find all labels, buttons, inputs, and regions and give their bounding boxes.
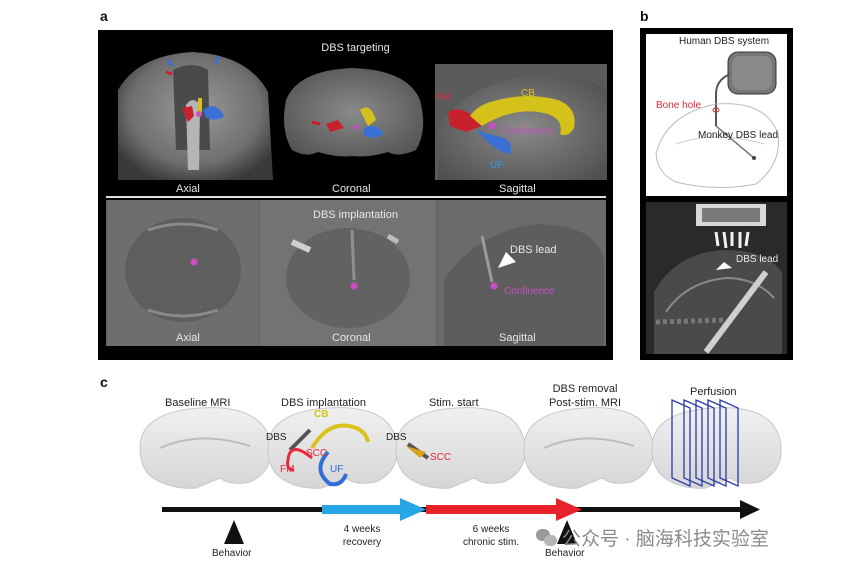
monkey-lead-label: Monkey DBS lead [698,130,779,141]
stim-start-label: Stim. start [429,397,479,409]
wechat-icon [536,528,558,547]
behavior-label-1: Behavior [212,548,252,559]
brain-baseline-icon [139,407,272,489]
mri-drawing [106,52,607,346]
bone-hole-label: Bone hole [656,100,702,111]
behavior-marker-1 [224,520,244,544]
sagittal-implant-image [438,200,606,346]
post-stim-mri-label: Post-stim. MRI [548,397,622,409]
sagittal-targeting-image [435,64,607,180]
behavior-label-2: Behavior [545,548,585,559]
xray-drawing [654,204,782,354]
human-dbs-label: Human DBS system [679,36,770,47]
scc-label-implant: SCC [306,448,328,459]
fm-label-c: FM [280,464,295,475]
recovery-line2: recovery [342,537,382,548]
confluence-label-top: Confluence [502,126,553,137]
brain-removal-icon [523,407,654,489]
dbs-targeting-title: DBS targeting [321,42,390,54]
chronic-line1: 6 weeks [472,524,510,535]
recovery-line1: 4 weeks [343,524,381,535]
confluence-label-bottom: Confluence [504,286,555,297]
stim-arrow [426,498,582,521]
chronic-line2: chronic stim. [462,537,520,548]
axial-implant-image [108,200,258,346]
baseline-mri-label: Baseline MRI [165,397,231,409]
dbs-label-implant: DBS [266,432,287,443]
uf-label: UF [490,160,504,171]
panel-letter-a: a [100,8,108,24]
brain-perfusion-icon [651,398,782,489]
panel-a-figure: DBS targeting Axial Coronal Sagittal FM … [98,30,613,360]
watermark-text: 公众号 · 脑海科技实验室 [562,529,769,550]
brain-implantation-icon [267,407,398,489]
dbs-lead-label-a: DBS lead [510,244,557,256]
sagittal-label-bottom: Sagittal [499,332,536,344]
sagittal-label-top: Sagittal [499,183,536,195]
cb-label-c: CB [314,409,329,420]
panel-letter-c: c [100,374,108,390]
scc-label-stim: SCC [430,452,452,463]
uf-label-c: UF [330,464,344,475]
axial-label-top: Axial [176,183,200,195]
recovery-arrow [322,498,426,521]
skull-schematic: Human DBS system Bone hole Monkey DBS le… [646,34,787,196]
dbs-lead-label-b: DBS lead [736,254,779,265]
coronal-targeting-image [284,68,424,157]
axial-targeting-image [118,52,273,180]
dbs-implantation-title: DBS implantation [313,209,398,221]
xray-image: DBS lead [646,202,787,354]
watermark: 公众号 · 脑海科技实验室 [536,524,769,551]
coronal-implant-image [260,200,436,346]
behavior-marker-2 [557,520,577,544]
coronal-label-top: Coronal [332,183,371,195]
panel-letter-b: b [640,8,649,24]
dbs-removal-label: DBS removal [552,383,618,395]
cb-label: CB [521,88,535,99]
dbs-label-stim: DBS [386,432,407,443]
coronal-label-bottom: Coronal [332,332,371,344]
perfusion-label: Perfusion [690,386,737,398]
brain-stim-icon [395,407,526,489]
dbs-implantation-label: DBS implantation [281,397,366,409]
skull-drawing [655,51,780,189]
panel-b-figure: Human DBS system Bone hole Monkey DBS le… [640,28,793,360]
fm-label: FM [436,92,451,103]
axial-label-bottom: Axial [176,332,200,344]
